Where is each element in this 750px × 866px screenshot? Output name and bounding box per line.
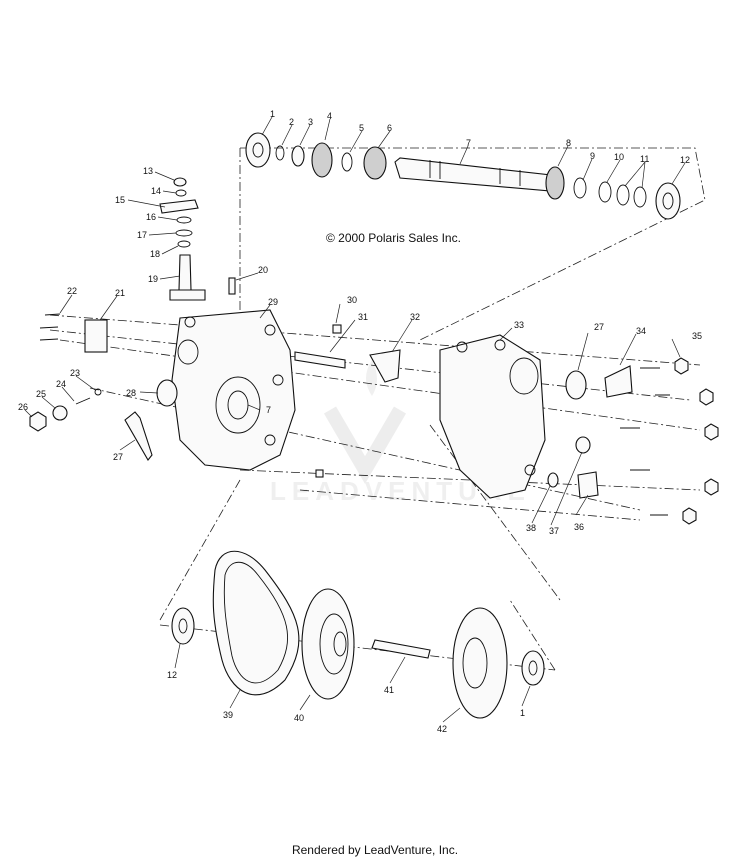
callout-22: 22 xyxy=(67,286,77,296)
callout-38: 38 xyxy=(526,523,536,533)
bottom-drive-assembly xyxy=(171,550,545,719)
callout-35: 35 xyxy=(692,331,702,341)
callout-6: 6 xyxy=(387,123,392,133)
callout-7b: 7 xyxy=(266,405,271,415)
callout-25: 25 xyxy=(36,389,46,399)
callout-11: 11 xyxy=(640,154,649,164)
callout-19: 19 xyxy=(148,274,158,284)
callout-29: 29 xyxy=(268,297,278,307)
callout-40: 40 xyxy=(294,713,304,723)
callout-37: 37 xyxy=(549,526,559,536)
callout-1b: 1 xyxy=(520,708,525,718)
left-case-housing xyxy=(29,309,296,471)
callout-10: 10 xyxy=(614,152,624,162)
callout-15: 15 xyxy=(115,195,125,205)
callout-7: 7 xyxy=(466,138,471,148)
callout-2: 2 xyxy=(289,117,294,127)
callout-26: 26 xyxy=(18,402,28,412)
callout-12b: 12 xyxy=(167,670,177,680)
callout-8: 8 xyxy=(566,138,571,148)
callout-17: 17 xyxy=(137,230,147,240)
callout-4: 4 xyxy=(327,111,332,121)
callout-14: 14 xyxy=(151,186,161,196)
callout-32: 32 xyxy=(410,312,420,322)
callout-18: 18 xyxy=(150,249,160,259)
assembly-lines xyxy=(49,147,706,671)
shift-lever-assembly xyxy=(159,177,236,301)
copyright-text: © 2000 Polaris Sales Inc. xyxy=(326,231,461,245)
callout-23: 23 xyxy=(70,368,80,378)
callout-labels: 1 2 3 4 5 6 7 8 9 10 11 12 13 14 15 16 1… xyxy=(18,109,702,734)
callout-5: 5 xyxy=(359,123,364,133)
callout-20: 20 xyxy=(258,265,268,275)
callout-16: 16 xyxy=(146,212,156,222)
callout-31: 31 xyxy=(358,312,368,322)
callout-36: 36 xyxy=(574,522,584,532)
callout-21: 21 xyxy=(115,288,125,298)
callout-39: 39 xyxy=(223,710,233,720)
callout-42: 42 xyxy=(437,724,447,734)
footer-credit: Rendered by LeadVenture, Inc. xyxy=(291,843,459,857)
callout-33: 33 xyxy=(514,320,524,330)
top-shaft-assembly xyxy=(245,132,681,220)
right-case-housing xyxy=(439,334,719,525)
callout-12: 12 xyxy=(680,155,690,165)
callout-27b: 27 xyxy=(594,322,604,332)
callout-9: 9 xyxy=(590,151,595,161)
callout-1: 1 xyxy=(270,109,275,119)
callout-leaders xyxy=(24,116,686,723)
callout-28: 28 xyxy=(126,388,136,398)
callout-3: 3 xyxy=(308,117,313,127)
callout-24: 24 xyxy=(56,379,66,389)
callout-41: 41 xyxy=(384,685,394,695)
callout-13: 13 xyxy=(143,166,153,176)
callout-34: 34 xyxy=(636,326,646,336)
callout-27: 27 xyxy=(113,452,123,462)
middle-parts xyxy=(294,324,401,478)
callout-30: 30 xyxy=(347,295,357,305)
